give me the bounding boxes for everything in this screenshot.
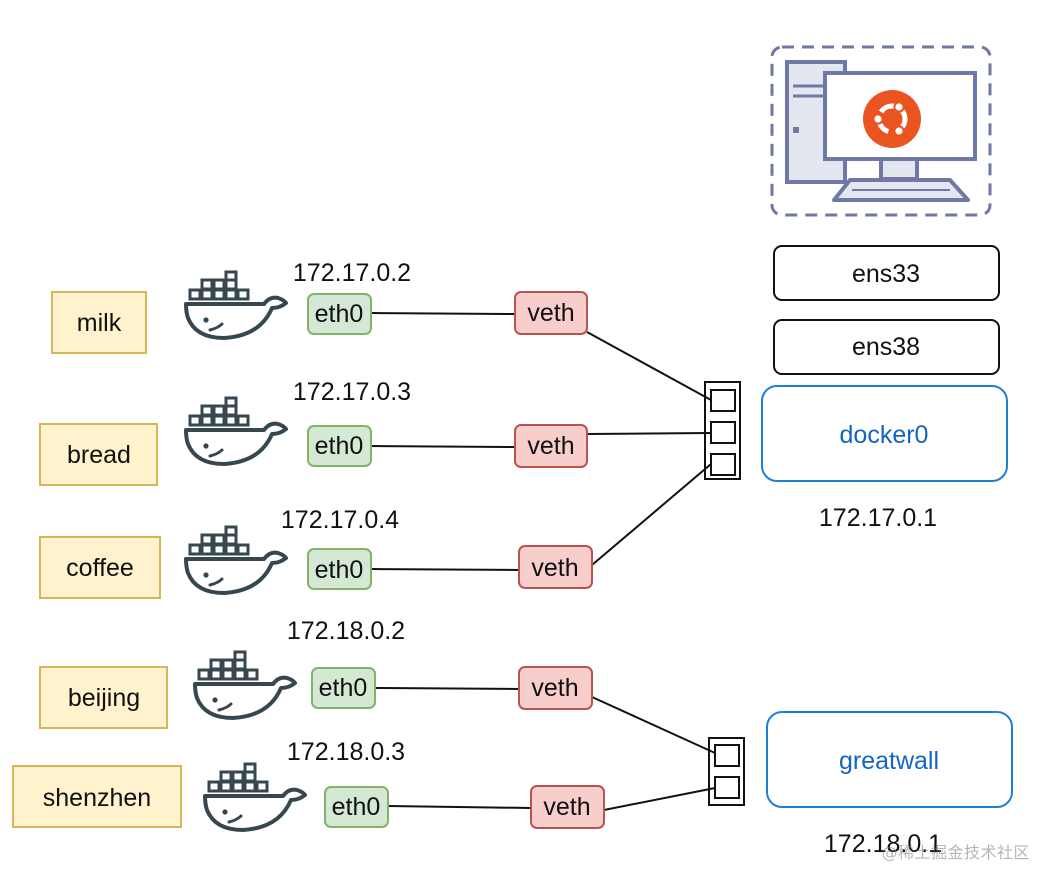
container-name-box (51, 291, 147, 354)
container-name: milk (77, 309, 122, 337)
container-ip: 172.18.0.2 (287, 617, 405, 645)
bridge-greatwall: greatwall 172.18.0.1 (766, 711, 1013, 858)
veth-bridge-link (586, 432, 712, 435)
eth0-interface (311, 667, 376, 709)
container-ip: 172.17.0.4 (281, 506, 399, 534)
bridge-port (710, 421, 736, 444)
container-ip: 172.17.0.2 (293, 259, 411, 287)
veth-interface (530, 785, 605, 829)
bridge-name: docker0 (840, 421, 929, 449)
bridge-name: greatwall (839, 747, 939, 775)
eth-veth-link (387, 805, 532, 809)
connection-lines (370, 312, 716, 811)
veth-bridge-link (591, 463, 712, 566)
veth-label: veth (543, 793, 590, 821)
container-name: shenzhen (43, 784, 151, 812)
eth0-interface (307, 293, 372, 335)
veth-label: veth (531, 554, 578, 582)
veth-interface (518, 666, 593, 710)
container-name: bread (67, 441, 131, 469)
bridge-port (714, 776, 740, 799)
eth0-label: eth0 (319, 674, 368, 702)
host-nic-ens38: ens38 (773, 319, 1000, 375)
eth0-interface (307, 425, 372, 467)
container-name-box (39, 423, 158, 486)
host-nic-ens33: ens33 (773, 245, 1000, 301)
bridge-docker0: docker0 172.17.0.1 (761, 385, 1008, 532)
docker-whale-icon (184, 270, 288, 340)
veth-interface (518, 545, 593, 589)
veth-bridge-link (586, 331, 712, 401)
eth0-label: eth0 (315, 556, 364, 584)
container-milk: milk 172.17.0.2 eth0 veth (51, 259, 588, 354)
container-name-box (39, 536, 161, 599)
host-dashed-frame (770, 45, 992, 217)
container-shenzhen: shenzhen 172.18.0.3 eth0 veth (12, 738, 605, 832)
nic-label: ens38 (852, 333, 920, 361)
container-ip: 172.17.0.3 (293, 378, 411, 406)
veth-label: veth (531, 674, 578, 702)
docker-whale-icon (193, 650, 297, 720)
eth-veth-link (370, 568, 520, 571)
veth-label: veth (527, 432, 574, 460)
eth0-label: eth0 (315, 432, 364, 460)
bridge-ip: 172.18.0.1 (824, 830, 942, 858)
eth0-label: eth0 (332, 793, 381, 821)
container-name-box (12, 765, 182, 828)
docker-whale-icon (184, 525, 288, 595)
container-ip: 172.18.0.3 (287, 738, 405, 766)
docker-whale-icon (203, 762, 307, 832)
eth-veth-link (370, 312, 516, 315)
greatwall-port-block (708, 737, 745, 806)
bridge-ip: 172.17.0.1 (819, 504, 937, 532)
container-name-box (39, 666, 168, 729)
eth0-interface (324, 786, 389, 828)
docker0-port-block (704, 381, 741, 480)
bridge-port (710, 453, 736, 476)
nic-label: ens33 (852, 260, 920, 288)
eth0-label: eth0 (315, 300, 364, 328)
container-bread: bread 172.17.0.3 eth0 veth (39, 378, 588, 486)
ubuntu-logo-icon (863, 90, 921, 148)
veth-interface (514, 424, 588, 468)
container-name: beijing (68, 684, 140, 712)
eth-veth-link (374, 687, 520, 690)
veth-bridge-link (591, 696, 716, 754)
watermark-text: @稀土掘金技术社区 (881, 843, 1030, 862)
bridge-port (710, 389, 736, 412)
docker-whale-icon (184, 396, 288, 466)
veth-label: veth (527, 299, 574, 327)
container-beijing: beijing 172.18.0.2 eth0 veth (39, 617, 593, 729)
eth0-interface (307, 548, 372, 590)
veth-bridge-link (603, 787, 716, 811)
container-coffee: coffee 172.17.0.4 eth0 veth (39, 506, 593, 599)
eth-veth-link (370, 445, 516, 448)
container-name: coffee (66, 554, 134, 582)
host-machine (770, 45, 992, 217)
bridge-port (714, 744, 740, 767)
veth-interface (514, 291, 588, 335)
